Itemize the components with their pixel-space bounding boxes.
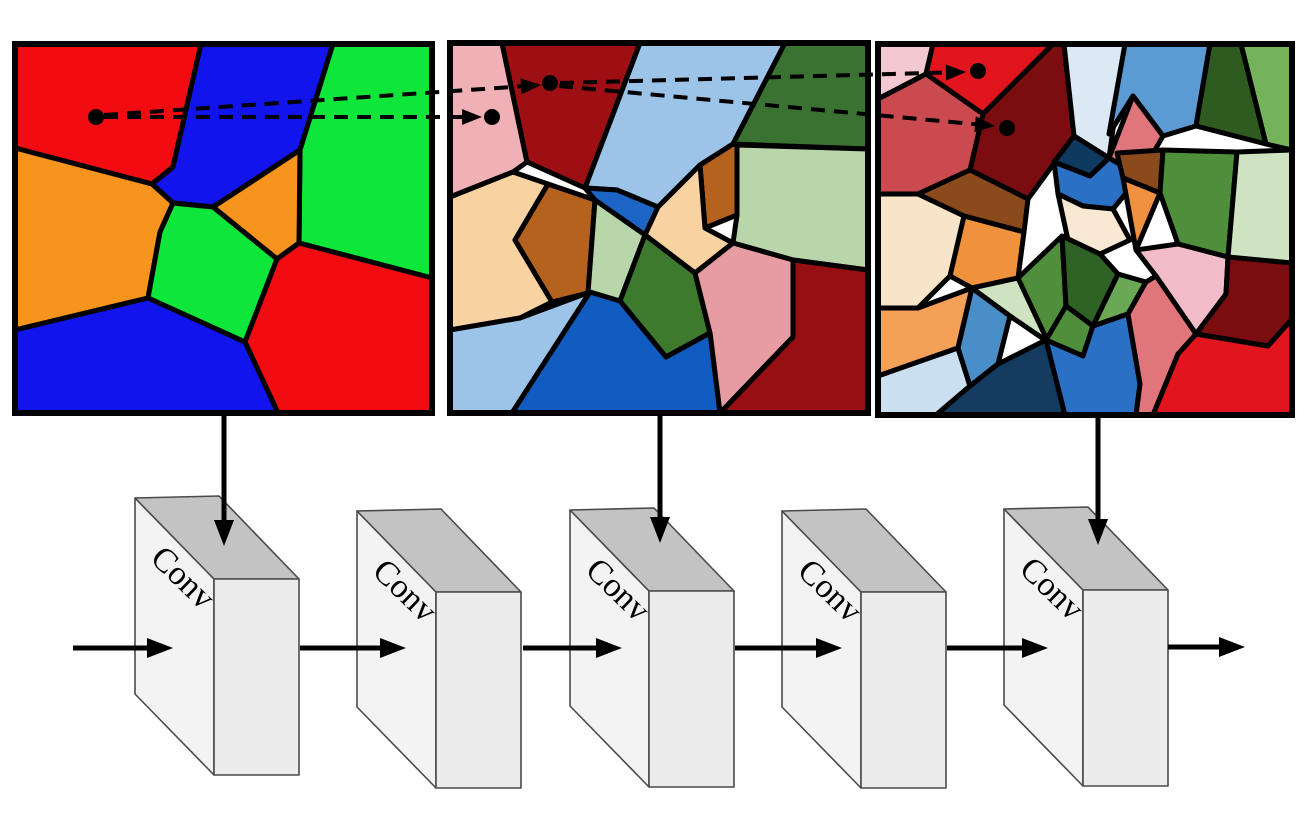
- map3-conv5-arrow: [1088, 415, 1108, 545]
- feature-map-2-point-dot-2: [484, 109, 500, 125]
- point-map1-to-map2-lower: [104, 109, 482, 125]
- feature-map-3-cell-orange-c2: [1120, 175, 1163, 253]
- point-map2-to-map3-lower: [558, 84, 995, 133]
- feature-map-3: [875, 41, 1295, 418]
- feature-map-2-point-dot-1: [542, 75, 558, 91]
- point-map2-to-map3-lower-head: [974, 116, 995, 133]
- output-arrow-head: [1219, 637, 1245, 657]
- feature-map-1-point-dot-1: [88, 109, 104, 125]
- map2-conv3-arrow-head: [650, 517, 670, 543]
- feature-map-2: [447, 40, 871, 416]
- conv3-conv4-arrow-head: [816, 638, 842, 658]
- feature-map-3-point-dot-2: [999, 120, 1015, 136]
- input-arrow-head: [147, 638, 173, 658]
- conv2-conv3-arrow-head: [596, 638, 622, 658]
- feature-map-1-cell-red-br: [242, 240, 435, 416]
- point-map2-to-map3-upper: [559, 64, 966, 85]
- conv-block-front-face: [435, 591, 522, 789]
- feature-map-1: [12, 41, 435, 416]
- input-arrow: [73, 638, 173, 658]
- map1-conv1-arrow: [214, 413, 234, 546]
- conv-block-front-face: [860, 591, 947, 789]
- feature-map-3-border: [875, 41, 1295, 418]
- correspondence-arrows: [103, 64, 995, 133]
- conv2-conv3-arrow: [523, 638, 622, 658]
- point-map1-to-map2-lower-head: [462, 109, 482, 125]
- conv-block-front-face: [213, 578, 300, 776]
- conv1-conv2-arrow: [300, 638, 406, 658]
- flow-arrows: [73, 413, 1245, 658]
- output-arrow: [1168, 637, 1245, 657]
- conv-block-front-face: [1082, 589, 1169, 787]
- point-map1-to-map2-upper: [103, 78, 541, 117]
- conv-block-4: Conv: [781, 508, 947, 789]
- conv3-conv4-arrow: [735, 638, 842, 658]
- map1-conv1-arrow-head: [214, 520, 234, 546]
- map2-conv3-arrow: [650, 415, 670, 543]
- conv1-conv2-arrow-head: [380, 638, 406, 658]
- map3-conv5-arrow-head: [1088, 519, 1108, 545]
- feature-map-3-cell-medgreen-r: [1157, 147, 1240, 260]
- feature-map-3-cell-steelblue-bl: [955, 285, 1013, 389]
- conv4-conv5-arrow-head: [1022, 638, 1048, 658]
- feature-map-3-point-dot-1: [970, 63, 986, 79]
- conv-block-front-face: [648, 590, 735, 788]
- conv-block-1: Conv: [134, 495, 300, 776]
- feature-map-3-cell-palegreen-r: [1225, 147, 1295, 266]
- feature-map-2-border: [447, 40, 871, 416]
- conv4-conv5-arrow: [947, 638, 1048, 658]
- point-map2-to-map3-upper-head: [945, 64, 966, 81]
- point-map1-to-map2-upper-head: [520, 78, 541, 95]
